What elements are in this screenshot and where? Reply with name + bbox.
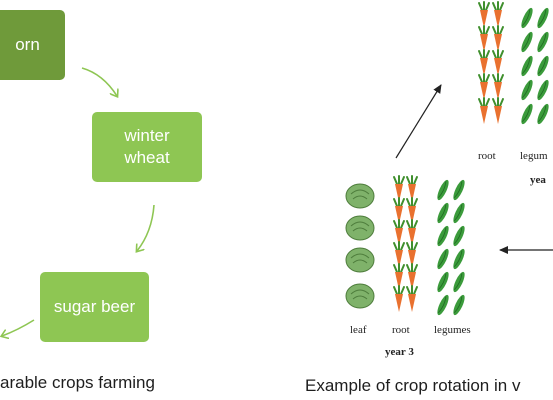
sugar-beet-label: sugar beer <box>53 297 136 316</box>
pea-pod-icon <box>450 201 468 225</box>
label-root-year3: root <box>392 324 410 336</box>
pea-pod-icon <box>534 6 552 30</box>
carrot-columns-top <box>478 1 504 125</box>
label-leaf: leaf <box>350 324 367 336</box>
label-root-top: root <box>478 150 496 162</box>
left-caption: arable crops farming <box>0 373 155 392</box>
label-legumes-top: legum <box>520 150 548 162</box>
label-year3: year 3 <box>385 346 414 358</box>
arrow-corn-to-wheat <box>81 67 117 96</box>
cabbage-icon <box>345 183 375 209</box>
pea-pod-icon <box>518 54 536 78</box>
sugar-beet-box: sugar beer <box>40 272 149 342</box>
right-caption: Example of crop rotation in v <box>305 376 521 395</box>
pea-pod-icon <box>518 78 536 102</box>
pea-pod-icon <box>450 247 468 271</box>
cabbage-icon <box>345 283 375 309</box>
label-year-top: yea <box>530 174 546 186</box>
pea-pod-icon <box>518 30 536 54</box>
cabbage-icon <box>345 215 375 241</box>
pea-pod-icon <box>434 224 452 248</box>
pea-pod-icon <box>534 78 552 102</box>
pea-pod-icon <box>434 201 452 225</box>
carrot-icon <box>478 97 490 125</box>
carrot-icon <box>478 1 490 29</box>
cabbage-column <box>345 183 375 309</box>
carrot-icon <box>478 25 490 53</box>
carrot-icon <box>406 285 418 313</box>
corn-box: orn <box>0 10 65 80</box>
pea-pod-icon <box>450 293 468 317</box>
pea-pod-icon <box>450 178 468 202</box>
carrot-columns-year3 <box>393 175 418 313</box>
carrot-icon <box>478 49 490 77</box>
carrot-icon <box>492 97 504 125</box>
pea-pod-icon <box>450 224 468 248</box>
pea-pod-icon <box>434 270 452 294</box>
cabbage-icon <box>345 247 375 273</box>
winter-wheat-box: winter wheat <box>92 112 202 182</box>
pea-pod-icon <box>450 270 468 294</box>
label-legumes-year3: legumes <box>434 324 471 336</box>
winter-wheat-line2: wheat <box>124 148 170 167</box>
pea-pod-icon <box>518 6 536 30</box>
pea-pod-icon <box>534 54 552 78</box>
pea-pod-icon <box>518 102 536 126</box>
pea-pod-columns-year3 <box>434 178 468 317</box>
arrow-wheat-to-beet <box>137 204 155 251</box>
pea-pod-icon <box>434 293 452 317</box>
pea-pod-icon <box>534 30 552 54</box>
corn-label: orn <box>15 35 40 54</box>
carrot-icon <box>492 1 504 29</box>
carrot-icon <box>393 285 405 313</box>
pea-pod-columns-top <box>518 6 552 126</box>
winter-wheat-line1: winter <box>124 126 170 145</box>
pea-pod-icon <box>434 247 452 271</box>
pea-pod-icon <box>534 102 552 126</box>
carrot-icon <box>492 49 504 77</box>
pea-pod-icon <box>434 178 452 202</box>
arrow-beet-to-corn <box>2 319 35 336</box>
carrot-icon <box>492 73 504 101</box>
carrot-icon <box>492 25 504 53</box>
arrow-up-right-icon <box>395 84 442 159</box>
carrot-icon <box>478 73 490 101</box>
